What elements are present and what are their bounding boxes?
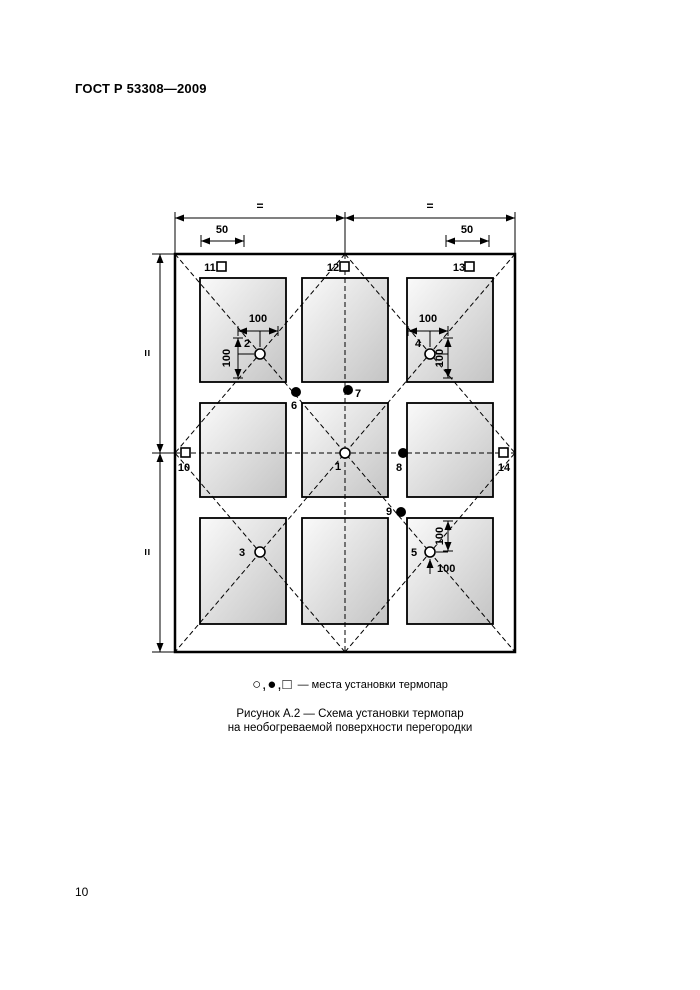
thermocouple-9-marker — [396, 507, 406, 517]
point-label-7: 7 — [355, 388, 361, 400]
point-labels-group: 1 2 3 4 5 6 7 8 9 10 11 12 13 14 — [178, 262, 511, 559]
document-header: ГОСТ Р 53308—2009 — [75, 81, 207, 96]
thermocouple-11-marker — [216, 261, 227, 272]
panel-top-left — [199, 277, 287, 383]
offset-50-left-group — [200, 235, 245, 247]
point2-dimension-group — [233, 326, 279, 379]
thermocouple-4-marker — [424, 348, 436, 360]
thermocouple-10-marker — [180, 447, 191, 458]
thermocouple-14-marker — [498, 447, 509, 458]
point-label-4: 4 — [415, 338, 422, 350]
left-dimension-group — [152, 253, 175, 653]
thermocouple-squares — [180, 261, 509, 458]
thermocouple-12-marker — [339, 261, 350, 272]
dim-label-50-right: 50 — [461, 224, 473, 236]
dim-label-100: 100 — [419, 313, 437, 325]
equal-dim-label: = — [140, 548, 154, 555]
equal-dim-label: = — [426, 199, 433, 213]
point-label-8: 8 — [396, 462, 402, 474]
thermocouple-circles-filled — [291, 385, 408, 517]
thermocouple-8-marker — [398, 448, 408, 458]
panel-middle-left — [199, 402, 287, 498]
dashed-diagonal — [174, 253, 516, 653]
dim-label-100: 100 — [437, 563, 455, 575]
dim-label-100: 100 — [249, 313, 267, 325]
thermocouple-6-marker — [291, 387, 301, 397]
dim-label-100: 100 — [434, 349, 446, 367]
dim-label-100: 100 — [434, 527, 446, 545]
legend-text: — места установки термопар — [297, 678, 448, 691]
point-label-5: 5 — [411, 547, 417, 559]
offset-50-right-group — [445, 235, 490, 247]
point-label-2: 2 — [244, 338, 250, 350]
point-label-6: 6 — [291, 400, 297, 412]
panel-bottom-left — [199, 517, 287, 625]
dim-label-100: 100 — [221, 349, 233, 367]
point-label-3: 3 — [239, 547, 245, 559]
point-label-14: 14 — [498, 462, 511, 474]
thermocouple-5-marker — [424, 546, 436, 558]
point-label-1: 1 — [335, 461, 341, 473]
point-label-9: 9 — [386, 506, 392, 518]
thermocouple-3-marker — [254, 546, 266, 558]
thermocouple-13-marker — [464, 261, 475, 272]
point-label-11: 11 — [204, 262, 216, 274]
thermocouple-2-marker — [254, 348, 266, 360]
legend: ○,●,□ — места установки термопар — [0, 676, 700, 693]
point-label-13: 13 — [453, 262, 465, 274]
caption-line-1: Рисунок А.2 — Схема установки термопар — [236, 708, 464, 720]
equal-dim-label: = — [256, 199, 263, 213]
point5-dimension-group — [426, 520, 453, 574]
thermocouple-1-marker — [339, 447, 351, 459]
top-dimension-group — [174, 212, 516, 254]
thermocouple-circles-open — [254, 348, 436, 558]
panel-middle-right — [406, 402, 494, 498]
point-label-12: 12 — [327, 262, 339, 274]
legend-symbols: ○,●,□ — [252, 676, 293, 693]
point4-dimension-group — [407, 326, 453, 379]
equal-dim-label: = — [140, 349, 154, 356]
thermocouple-7-marker — [343, 385, 353, 395]
caption-line-2: на необогреваемой поверхности перегородк… — [227, 722, 473, 734]
figure-caption: Рисунок А.2 — Схема установки термопар н… — [0, 707, 700, 735]
page-number: 10 — [75, 885, 89, 899]
dim-label-50-left: 50 — [216, 224, 228, 236]
point-label-10: 10 — [178, 462, 190, 474]
dashed-diagonal — [174, 253, 516, 653]
